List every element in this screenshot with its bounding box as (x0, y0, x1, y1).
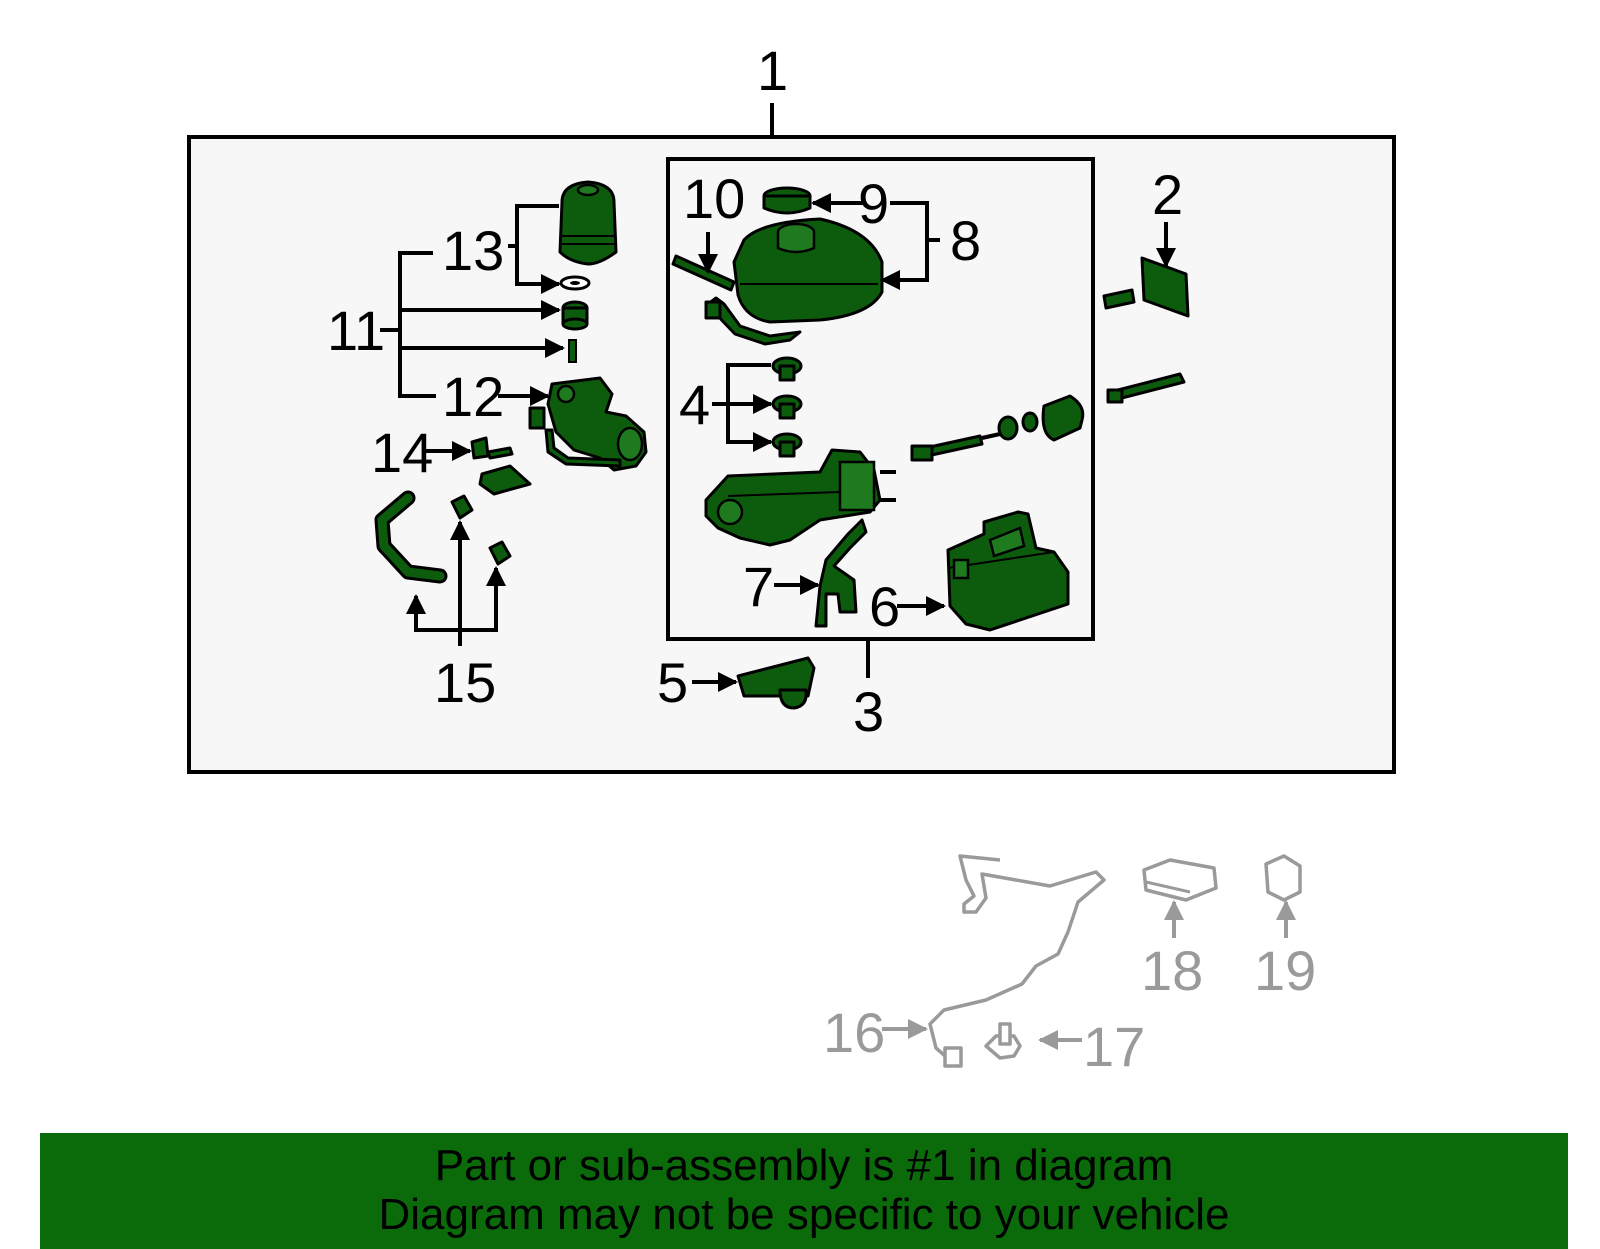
callout-4[interactable]: 4 (679, 373, 710, 436)
callout-14[interactable]: 14 (371, 421, 433, 484)
accumulator[interactable] (558, 180, 618, 266)
connector[interactable] (1264, 854, 1302, 902)
callout-2[interactable]: 2 (1152, 163, 1183, 226)
callout-7[interactable]: 7 (743, 555, 774, 618)
wire-harness[interactable] (928, 854, 1106, 1068)
callout-13[interactable]: 13 (442, 219, 504, 282)
piston-rod[interactable] (910, 432, 1001, 462)
bracket[interactable] (814, 518, 868, 628)
grommet-top[interactable] (771, 356, 803, 382)
callout-6[interactable]: 6 (869, 575, 900, 638)
seal[interactable] (561, 300, 589, 331)
hose[interactable] (374, 490, 448, 584)
push-rod[interactable] (1106, 372, 1186, 404)
callout-8[interactable]: 8 (950, 209, 981, 272)
callout-16[interactable]: 16 (823, 1001, 885, 1064)
callout-18[interactable]: 18 (1141, 939, 1203, 1002)
callout-1[interactable]: 1 (757, 39, 788, 102)
callout-5[interactable]: 5 (657, 651, 688, 714)
reservoir-cap[interactable] (762, 186, 812, 215)
master-cylinder[interactable] (704, 448, 896, 547)
callout-10[interactable]: 10 (683, 167, 745, 230)
info-banner: Part or sub-assembly is #1 in diagram Di… (40, 1133, 1568, 1249)
o-ring[interactable] (559, 275, 591, 291)
pump-motor[interactable] (528, 376, 648, 472)
grommet-bottom[interactable] (771, 432, 803, 458)
mount-bracket[interactable] (736, 656, 816, 710)
callout-17[interactable]: 17 (1083, 1015, 1145, 1078)
banner-line-1: Part or sub-assembly is #1 in diagram (434, 1141, 1174, 1190)
callout-3[interactable]: 3 (853, 680, 884, 743)
grommet-middle[interactable] (771, 394, 803, 420)
sensor-bracket[interactable] (470, 436, 532, 496)
clip[interactable] (984, 1022, 1022, 1060)
clamp-upper[interactable] (450, 494, 474, 520)
piston-seals[interactable] (997, 394, 1085, 442)
callout-12[interactable]: 12 (442, 365, 504, 428)
callout-19[interactable]: 19 (1254, 939, 1316, 1002)
cover-plate[interactable] (1102, 256, 1190, 318)
clamp-lower[interactable] (488, 540, 512, 566)
reservoir[interactable] (732, 217, 884, 324)
control-unit[interactable] (946, 510, 1070, 632)
subassembly-frame (666, 157, 1095, 641)
pin[interactable] (568, 339, 577, 363)
callout-9[interactable]: 9 (858, 172, 889, 235)
module[interactable] (1142, 858, 1218, 902)
banner-line-2: Diagram may not be specific to your vehi… (378, 1190, 1230, 1239)
callout-11[interactable]: 11 (327, 299, 385, 362)
callout-15[interactable]: 15 (434, 651, 496, 714)
